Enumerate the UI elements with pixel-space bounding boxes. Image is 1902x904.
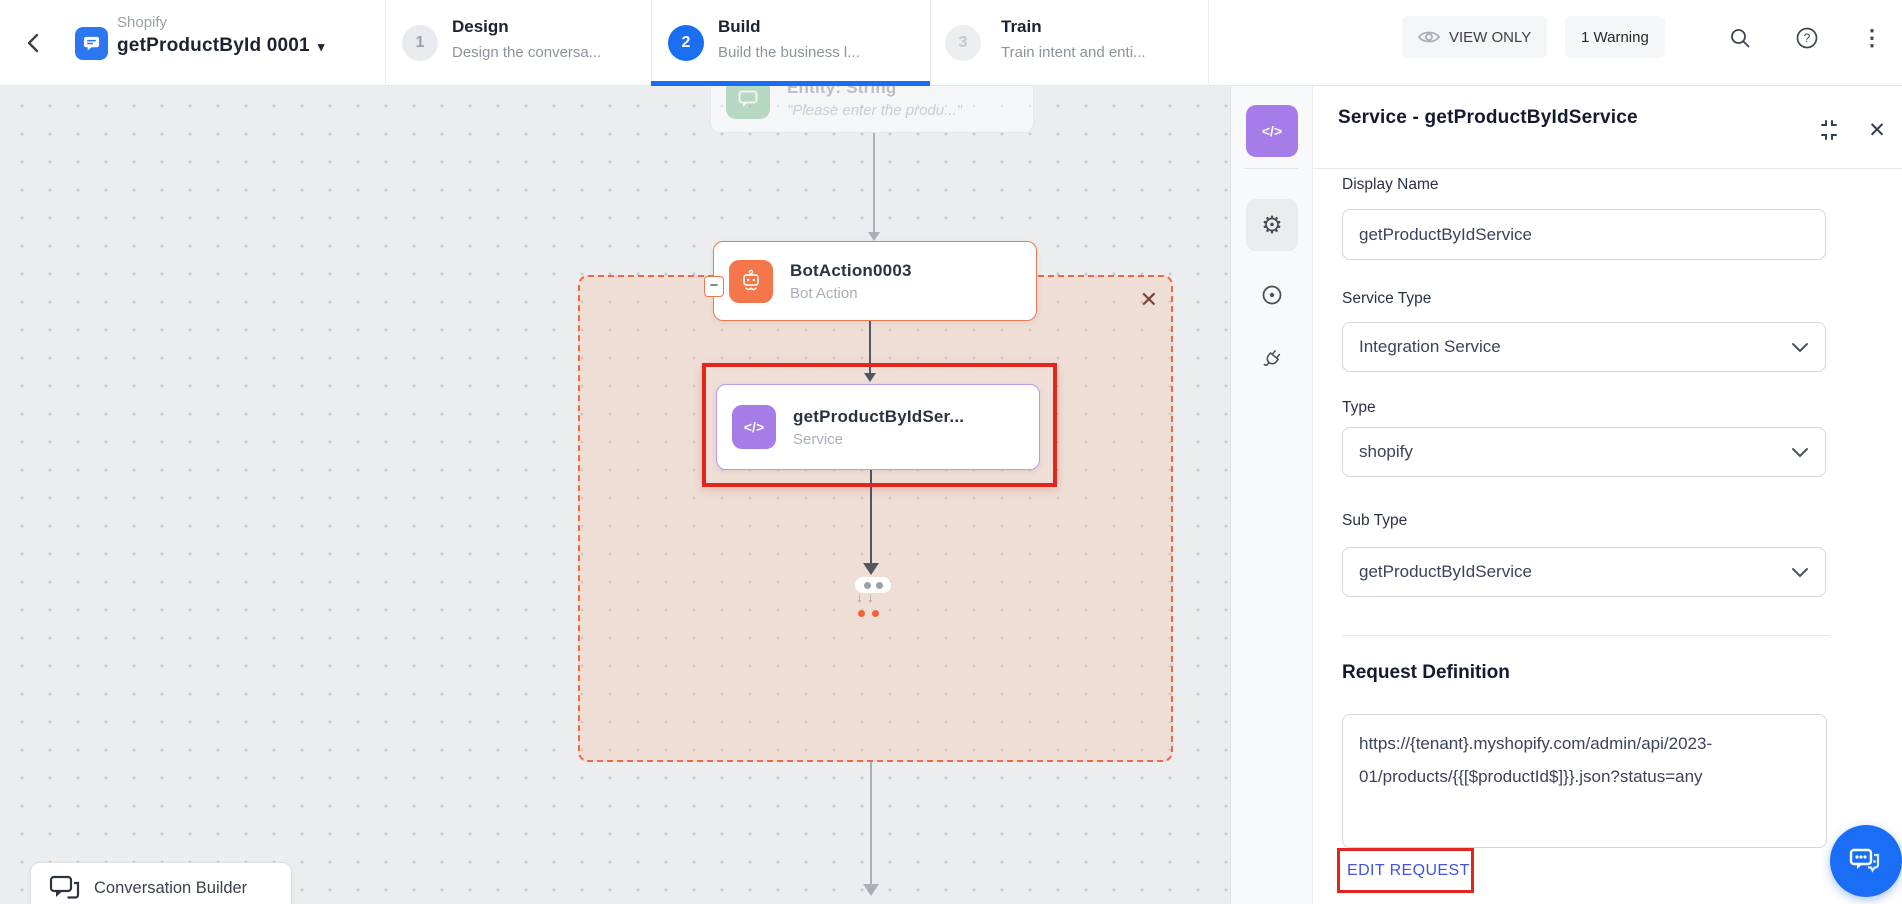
entity-node-subtitle: "Please enter the produ..." xyxy=(787,102,962,119)
header-divider xyxy=(651,0,652,86)
connector-arrowhead xyxy=(868,232,880,241)
connector-arrowhead xyxy=(864,373,876,382)
view-only-label: VIEW ONLY xyxy=(1449,28,1532,46)
display-name-input[interactable] xyxy=(1342,209,1826,260)
bot-action-icon xyxy=(729,259,773,303)
sub-type-value: getProductByIdService xyxy=(1359,562,1532,581)
plug-icon[interactable] xyxy=(1261,348,1283,370)
strip-divider xyxy=(1244,168,1298,169)
service-settings-panel: </> ⚙ Service - getProductByIdService ✕ … xyxy=(1231,86,1902,904)
panel-header-divider xyxy=(1313,168,1902,169)
entity-node-icon xyxy=(726,86,770,119)
connector-arrowhead xyxy=(863,884,879,896)
warning-button[interactable]: 1 Warning xyxy=(1565,16,1665,58)
bot-action-title: BotAction0003 xyxy=(790,260,912,280)
connector-line xyxy=(869,321,871,375)
type-value: shopify xyxy=(1359,442,1413,461)
tab-train-label: Train xyxy=(1001,17,1042,36)
tab-train[interactable]: 3 Train Train intent and enti... xyxy=(930,0,1208,86)
connector-arrowhead xyxy=(863,563,879,575)
service-node[interactable]: </> getProductByIdSer... Service xyxy=(716,384,1040,470)
section-divider xyxy=(1342,635,1830,636)
bot-name-dropdown[interactable]: getProductById 0001▾ xyxy=(117,35,325,56)
chevron-down-icon: ▾ xyxy=(317,39,325,54)
tab-design-label: Design xyxy=(452,17,509,36)
active-tab-indicator xyxy=(651,81,930,86)
chevron-down-icon xyxy=(1792,567,1808,577)
panel-title: Service - getProductByIdService xyxy=(1338,107,1638,128)
panel-icon-strip: </> ⚙ xyxy=(1231,86,1313,904)
tab-build-desc: Build the business l... xyxy=(718,44,860,61)
chevron-down-icon xyxy=(1792,447,1808,457)
service-type-value: Integration Service xyxy=(1359,337,1501,356)
request-url-line2: 01/products/{{[$productId$]}}.json?statu… xyxy=(1359,767,1703,786)
conversation-builder-badge[interactable]: Conversation Builder xyxy=(30,862,292,904)
warning-label: 1 Warning xyxy=(1581,28,1649,46)
conversation-builder-label: Conversation Builder xyxy=(94,878,248,897)
tab-train-step-number: 3 xyxy=(945,25,981,61)
svg-text:?: ? xyxy=(1804,31,1811,45)
branch-dots[interactable] xyxy=(855,577,891,593)
connector-line xyxy=(873,133,875,232)
eye-icon xyxy=(1418,31,1440,43)
tab-design-step-number: 1 xyxy=(402,25,438,61)
view-only-badge[interactable]: VIEW ONLY xyxy=(1402,16,1548,58)
chat-fab[interactable] xyxy=(1830,825,1902,897)
bot-app-icon xyxy=(75,27,108,60)
header-divider xyxy=(385,0,386,86)
type-label: Type xyxy=(1342,399,1376,416)
service-type-select[interactable]: Integration Service xyxy=(1342,322,1826,372)
display-name-label: Display Name xyxy=(1342,176,1439,193)
connector-line xyxy=(870,762,872,886)
back-button[interactable] xyxy=(18,27,48,59)
collapse-panel-icon[interactable] xyxy=(1816,117,1842,143)
code-tab-button[interactable]: </> xyxy=(1246,105,1298,157)
type-select[interactable]: shopify xyxy=(1342,427,1826,477)
chevron-down-icon xyxy=(1792,342,1808,352)
close-panel-icon[interactable]: ✕ xyxy=(1868,118,1886,142)
service-node-title: getProductByIdSer... xyxy=(793,406,965,426)
chat-icon xyxy=(1849,848,1880,873)
header-divider xyxy=(1208,0,1209,86)
service-node-icon: </> xyxy=(732,405,776,449)
branch-endpoints xyxy=(858,610,879,617)
collapse-group-button[interactable]: − xyxy=(704,276,724,297)
brand-label: Shopify xyxy=(117,14,168,31)
tab-train-desc: Train intent and enti... xyxy=(1001,44,1146,61)
tab-build[interactable]: 2 Build Build the business l... xyxy=(651,0,930,86)
search-icon[interactable] xyxy=(1727,25,1753,51)
tab-design[interactable]: 1 Design Design the conversa... xyxy=(385,0,651,86)
entity-node-ghost[interactable]: Entity: String "Please enter the produ..… xyxy=(710,86,1034,133)
sub-type-select[interactable]: getProductByIdService xyxy=(1342,547,1826,597)
flow-canvas[interactable]: ✕ Entity: String "Please enter the produ… xyxy=(0,86,1231,904)
edit-request-highlight: EDIT REQUEST xyxy=(1337,848,1474,893)
top-header: Shopify getProductById 0001▾ 1 Design De… xyxy=(0,0,1902,86)
interaction-group-container: ✕ xyxy=(578,275,1173,762)
request-definition-heading: Request Definition xyxy=(1342,662,1510,683)
entity-node-title: Entity: String xyxy=(787,86,897,97)
service-type-label: Service Type xyxy=(1342,290,1432,307)
help-icon[interactable]: ? xyxy=(1794,25,1820,51)
gear-icon[interactable]: ⚙ xyxy=(1246,199,1298,251)
tab-design-desc: Design the conversa... xyxy=(452,44,602,61)
close-group-icon[interactable]: ✕ xyxy=(1139,287,1158,312)
header-divider xyxy=(930,0,931,86)
request-definition-box[interactable]: https://{tenant}.myshopify.com/admin/api… xyxy=(1342,714,1827,848)
branch-mini-arrows: ↓↓ xyxy=(856,589,878,605)
edit-request-link[interactable]: EDIT REQUEST xyxy=(1347,862,1470,879)
panel-main: Service - getProductByIdService ✕ Displa… xyxy=(1313,86,1902,904)
tab-build-step-number: 2 xyxy=(668,25,704,61)
tab-build-label: Build xyxy=(718,17,761,36)
connector-line xyxy=(870,470,872,565)
sub-type-label: Sub Type xyxy=(1342,512,1408,529)
bot-action-node[interactable]: BotAction0003 Bot Action xyxy=(713,241,1037,321)
chat-bubbles-icon xyxy=(49,875,80,899)
bot-action-subtitle: Bot Action xyxy=(790,284,858,302)
kebab-menu-icon[interactable]: ⋮ xyxy=(1861,25,1883,50)
service-node-subtitle: Service xyxy=(793,430,844,448)
target-icon[interactable] xyxy=(1261,284,1283,306)
request-url-line1: https://{tenant}.myshopify.com/admin/api… xyxy=(1359,734,1713,753)
